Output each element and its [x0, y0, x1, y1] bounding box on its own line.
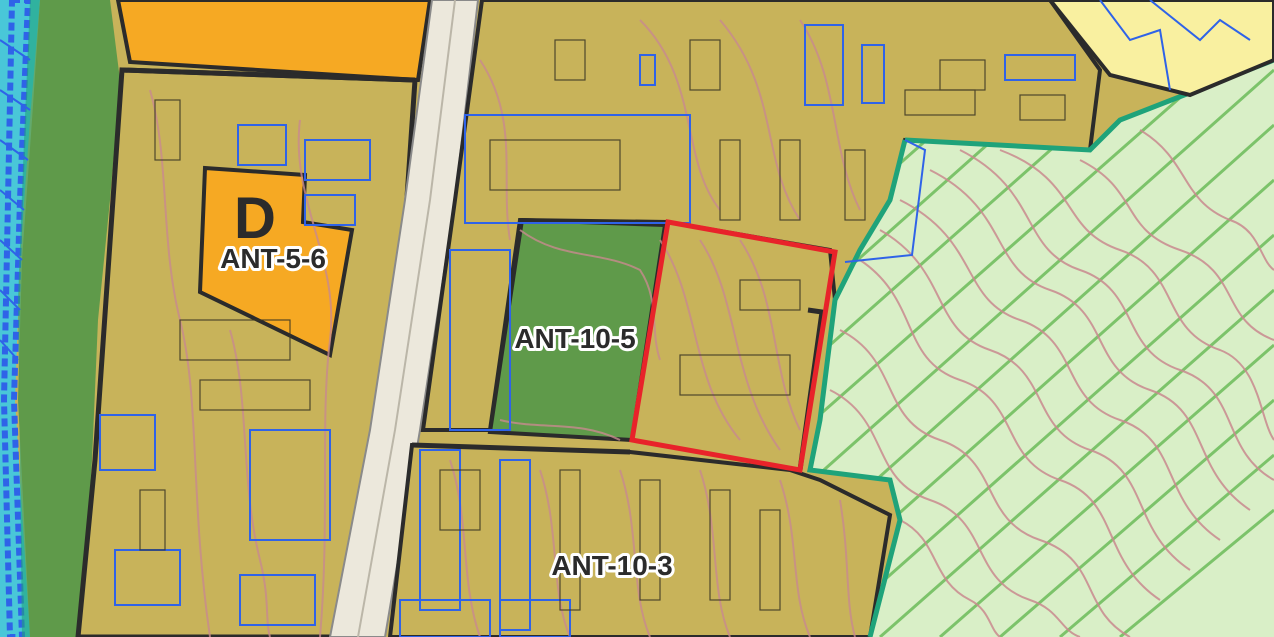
road: [328, 0, 480, 637]
green-corridor: [18, 0, 120, 637]
designation-letter: D: [234, 186, 276, 251]
zone-label-ant-5-6: ANT-5-6: [220, 243, 326, 274]
highlighted-parcel[interactable]: [629, 219, 838, 473]
zone-label-ant-10-5: ANT-10-5: [514, 323, 635, 354]
commercial-zone-north: [115, 0, 433, 83]
zone-label-ant-10-3: ANT-10-3: [551, 550, 672, 581]
contour-lines: [149, 19, 861, 637]
building-footprints: [139, 39, 1066, 611]
